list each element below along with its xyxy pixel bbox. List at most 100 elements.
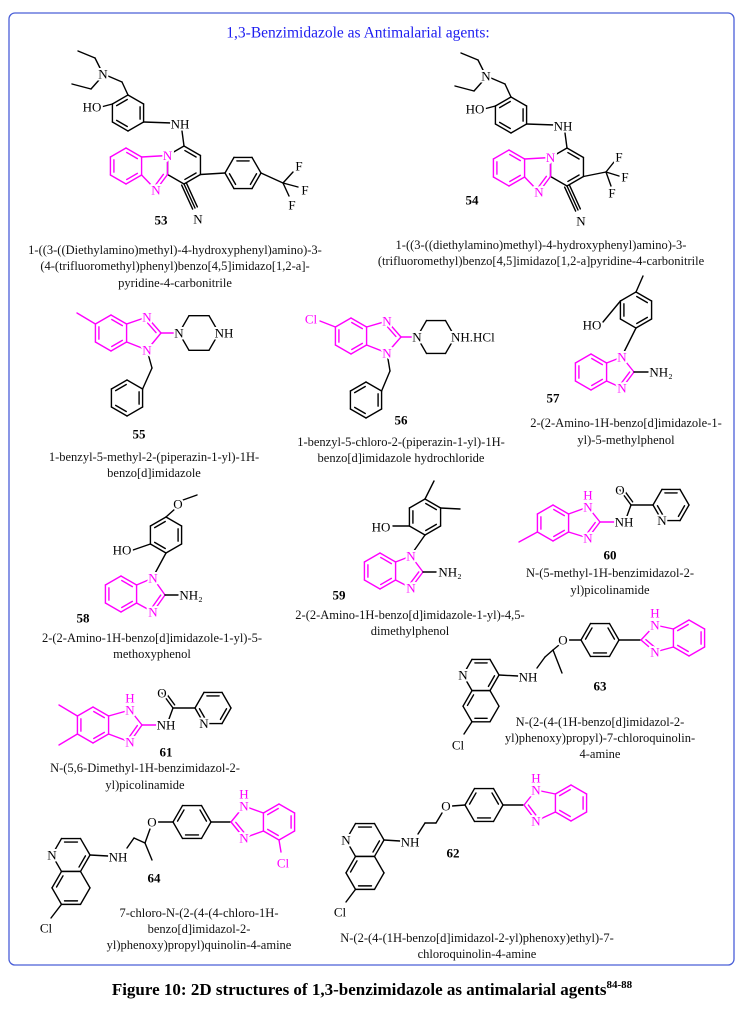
- bond: [319, 320, 337, 328]
- compound-name-line: N-(5-methyl-1H-benzimidazol-2-: [526, 566, 694, 580]
- bond: [121, 81, 129, 96]
- bond: [334, 344, 352, 355]
- bond: [463, 721, 473, 735]
- bond: [71, 83, 92, 90]
- bond: [363, 552, 381, 563]
- compound-name-line: methoxyphenol: [113, 647, 191, 661]
- bond: [380, 577, 393, 586]
- bond: [58, 704, 79, 717]
- bond: [353, 406, 366, 415]
- bond: [504, 83, 512, 98]
- bond: [567, 506, 589, 515]
- bond: [126, 406, 144, 417]
- bond: [582, 171, 607, 178]
- bond: [154, 173, 165, 186]
- bond: [94, 57, 101, 69]
- atom-label-o: O: [173, 497, 182, 512]
- bond: [353, 385, 366, 394]
- atom-label-nhhcl: NH.HCl: [451, 330, 495, 345]
- bond: [602, 300, 622, 323]
- bond: [640, 639, 656, 653]
- bond: [144, 842, 153, 861]
- compound-name-line: yl)phenoxy)propyl)quinolin-4-amine: [107, 938, 292, 952]
- bond: [424, 498, 442, 509]
- bond: [155, 173, 169, 191]
- bond: [508, 149, 526, 160]
- bond: [640, 624, 656, 641]
- compound-name-line: 4-amine: [580, 747, 621, 761]
- bond: [464, 787, 476, 806]
- bond: [498, 121, 511, 130]
- bond: [580, 622, 592, 641]
- bond: [425, 523, 438, 532]
- bond: [278, 830, 296, 841]
- bond: [494, 96, 512, 107]
- bond: [621, 371, 635, 389]
- bond: [466, 694, 475, 707]
- bond: [654, 646, 675, 653]
- bond: [151, 594, 162, 608]
- bond: [77, 50, 96, 59]
- bond: [110, 341, 128, 352]
- bond: [350, 344, 368, 355]
- atom-label-h: H: [583, 488, 592, 503]
- bond: [574, 380, 592, 391]
- bond: [166, 145, 185, 157]
- bond: [79, 854, 91, 873]
- bond: [489, 658, 500, 676]
- bond: [538, 175, 552, 193]
- bond: [462, 658, 473, 676]
- bond: [349, 408, 367, 419]
- bond: [58, 733, 79, 746]
- bond: [132, 543, 152, 551]
- bond: [373, 855, 385, 874]
- bond: [523, 176, 540, 193]
- bond: [498, 674, 519, 677]
- bond: [78, 855, 87, 868]
- bond: [549, 147, 568, 159]
- bond: [535, 811, 557, 822]
- bond: [587, 521, 601, 539]
- atom-label-n: N: [657, 513, 667, 528]
- bond: [385, 324, 397, 338]
- bond: [492, 804, 504, 823]
- label-layer: HONNHNNNFFF531-((3-((Diethylamino)methyl…: [28, 65, 722, 962]
- bond: [544, 649, 554, 658]
- bond: [584, 627, 593, 640]
- atom-label-nh: NH: [401, 835, 420, 850]
- bond: [489, 705, 500, 723]
- compound-name-line: 7-chloro-N-(2-(4-(4-chloro-1H-: [120, 906, 279, 920]
- bond: [200, 804, 212, 823]
- bond: [380, 370, 391, 392]
- compound-name-line: 1-benzyl-5-chloro-2-(piperazin-1-yl)-1H-: [297, 435, 505, 449]
- bond: [608, 639, 620, 658]
- bond: [608, 622, 620, 641]
- bond: [394, 579, 412, 589]
- bond: [100, 103, 114, 108]
- atom-label-n: N: [125, 735, 135, 750]
- bond: [125, 147, 143, 158]
- bond: [183, 145, 202, 157]
- atom-label-o: O: [147, 815, 156, 830]
- bond: [552, 504, 570, 515]
- bond: [152, 577, 166, 596]
- atom-label-n: N: [412, 330, 422, 345]
- atom-label-f: F: [621, 170, 628, 185]
- bond: [491, 792, 500, 805]
- bond: [79, 837, 91, 856]
- bond: [468, 792, 477, 805]
- atom-label-cl: Cl: [452, 738, 465, 753]
- bond: [172, 821, 184, 840]
- atom-label-n: N: [583, 531, 593, 546]
- caption-text: Figure 10: 2D structures of 1,3-benzimid…: [112, 980, 607, 999]
- bond: [424, 480, 435, 500]
- compound-number: 60: [604, 548, 617, 563]
- figure-panel-border: [8, 12, 735, 966]
- bond: [76, 706, 94, 717]
- bond: [410, 571, 424, 589]
- compound-name-line: yl)picolinamide: [570, 583, 650, 597]
- bond: [635, 291, 653, 302]
- bond: [645, 638, 657, 649]
- bond: [508, 176, 526, 187]
